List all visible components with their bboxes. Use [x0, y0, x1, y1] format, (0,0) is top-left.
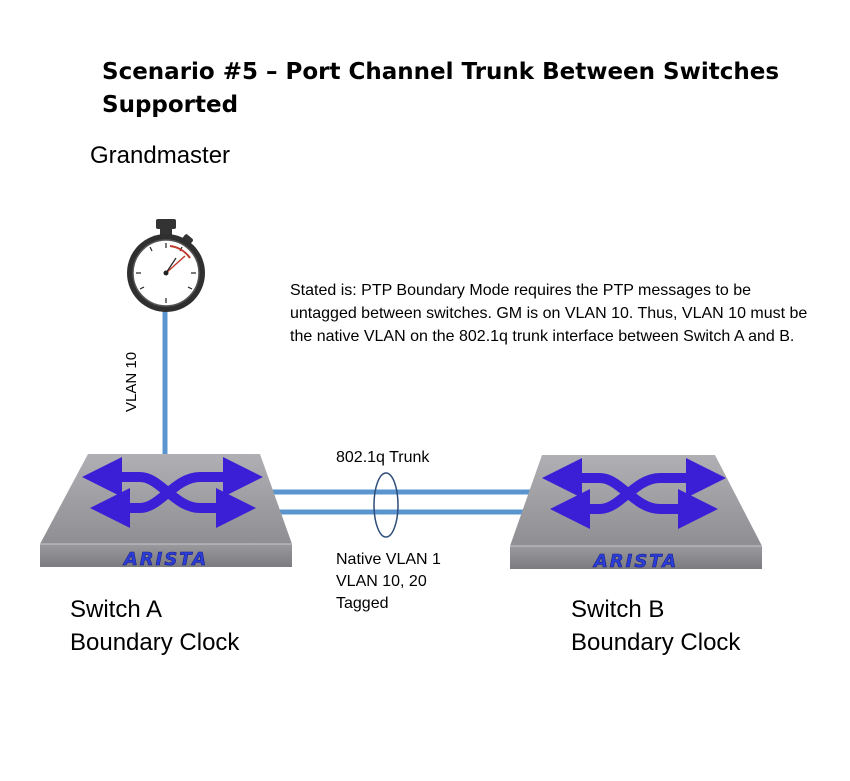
switch-a-name: Switch A	[70, 596, 163, 623]
switch-b-device: ARISTA	[510, 455, 762, 572]
uplink-vlan-label: VLAN 10	[123, 351, 140, 412]
switch-b-label: Switch B Boundary Clock	[571, 593, 740, 659]
switch-b-name: Switch B	[571, 596, 665, 623]
switch-a-role: Boundary Clock	[70, 629, 240, 656]
page-title-line2: Supported	[102, 92, 239, 118]
page-title: Scenario #5 – Port Channel Trunk Between…	[102, 56, 802, 122]
switch-arrows-icon	[82, 457, 263, 528]
stopwatch-icon	[127, 219, 205, 312]
trunk-label: 802.1q Trunk	[336, 449, 430, 466]
switch-arrows-icon	[542, 458, 726, 529]
switch-a-device: ARISTA	[40, 454, 292, 570]
switch-b-role: Boundary Clock	[571, 629, 741, 656]
page-title-line1: Scenario #5 – Port Channel Trunk Between…	[102, 59, 780, 85]
explanation-note: Stated is: PTP Boundary Mode requires th…	[290, 282, 808, 345]
switch-a-brand: ARISTA	[122, 549, 208, 570]
trunk-vlan-info: Native VLAN 1 VLAN 10, 20 Tagged	[336, 549, 441, 615]
grandmaster-label: Grandmaster	[90, 142, 231, 169]
trunk-tagged: Tagged	[336, 595, 389, 612]
switch-b-brand: ARISTA	[592, 551, 678, 572]
trunk-allowed-vlans: VLAN 10, 20	[336, 573, 427, 590]
switch-a-label: Switch A Boundary Clock	[70, 593, 239, 659]
trunk-native-vlan: Native VLAN 1	[336, 551, 441, 568]
port-channel-ring	[373, 472, 399, 538]
